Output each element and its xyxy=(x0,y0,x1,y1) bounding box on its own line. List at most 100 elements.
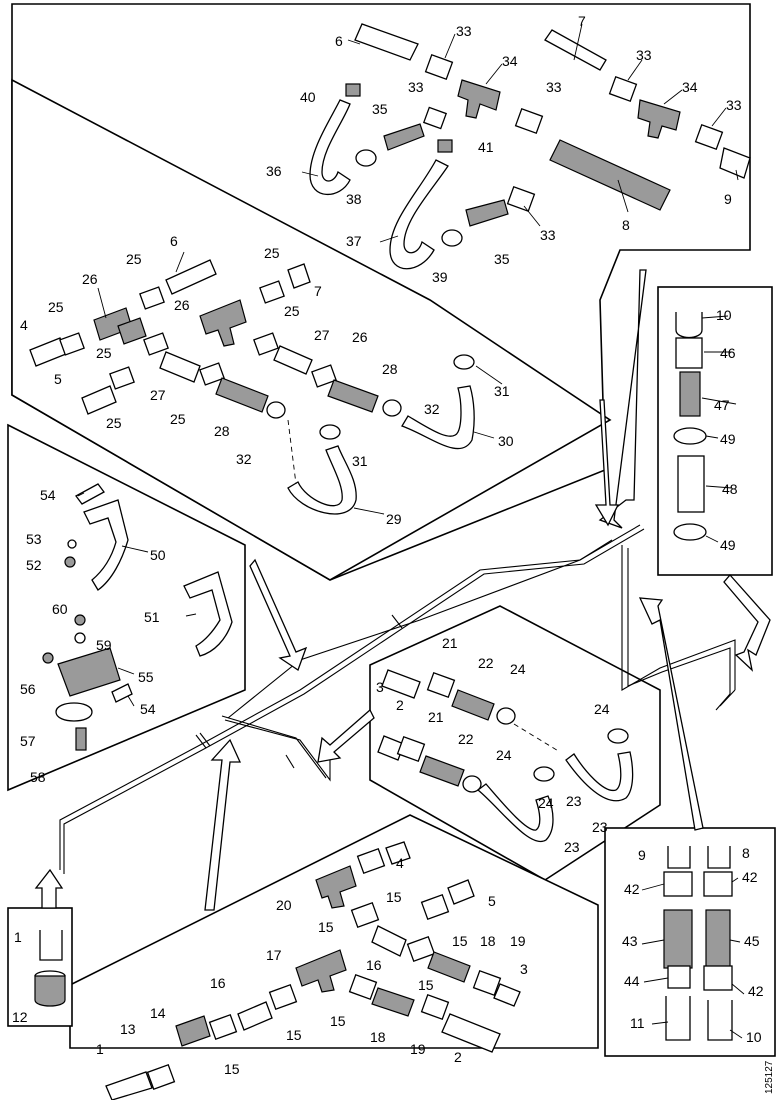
pipe-6 xyxy=(354,23,419,61)
tube-27b xyxy=(273,345,313,375)
sleeve-33f xyxy=(506,185,536,213)
connector-35a xyxy=(383,123,425,151)
clamp-24a xyxy=(496,707,516,725)
callout-29: 29 xyxy=(386,511,402,527)
main-pipe-routing xyxy=(59,524,736,874)
sleeve-21b xyxy=(396,735,426,763)
callout-15: 15 xyxy=(286,1027,302,1043)
lower-hose-parts xyxy=(105,841,521,1100)
pipe-5 xyxy=(81,385,117,415)
top-detail-parts xyxy=(309,23,751,270)
arrow-pipe-joint xyxy=(317,708,375,763)
adapter-panel xyxy=(7,907,73,1027)
callout-13: 13 xyxy=(120,1021,136,1037)
callout-6: 6 xyxy=(170,233,178,249)
callout-25: 25 xyxy=(106,415,122,431)
callout-25: 25 xyxy=(170,411,186,427)
connector-14 xyxy=(175,1015,211,1047)
callout-7: 7 xyxy=(578,13,586,29)
clamp-31a xyxy=(453,354,475,370)
callout-26: 26 xyxy=(82,271,98,287)
callout-14: 14 xyxy=(150,1005,166,1021)
arrow-from-bottom-left xyxy=(204,738,242,911)
callout-11: 11 xyxy=(630,1015,645,1031)
tube-16b xyxy=(371,925,407,957)
sleeve-15g xyxy=(420,893,450,921)
bracket-parts xyxy=(42,483,233,751)
callout-54: 54 xyxy=(140,701,156,717)
arrow-top-panel-down xyxy=(594,399,620,527)
tee-34a xyxy=(457,79,501,119)
sleeve-15f xyxy=(356,847,386,875)
pipe-1 xyxy=(105,1071,153,1100)
callout-27: 27 xyxy=(314,327,330,343)
callout-26: 26 xyxy=(352,329,368,345)
connector-28b xyxy=(327,379,379,413)
hose-23b xyxy=(565,751,634,802)
connector-22a xyxy=(451,689,495,721)
sleeve-25b xyxy=(139,286,165,310)
bolt-58 xyxy=(75,727,87,751)
callout-23: 23 xyxy=(566,793,582,809)
bracket-55 xyxy=(57,647,121,697)
clamp-24c xyxy=(533,766,555,782)
callout-5: 5 xyxy=(54,371,62,387)
callout-5: 5 xyxy=(488,893,496,909)
callout-41: 41 xyxy=(478,139,494,155)
callout-49: 49 xyxy=(720,537,736,553)
hose-assembly-parts xyxy=(29,259,475,515)
pipe-5b xyxy=(447,879,475,905)
nut-52 xyxy=(64,556,76,568)
clamp-49a xyxy=(673,427,707,445)
nipple-47 xyxy=(679,371,701,417)
arrow-coupling-panel xyxy=(723,574,771,672)
nipple-45 xyxy=(705,909,731,969)
adapter-parts xyxy=(34,930,66,1007)
drawing-reference: 125127 xyxy=(764,1060,775,1094)
callout-18: 18 xyxy=(480,933,496,949)
callout-15: 15 xyxy=(418,977,434,993)
break-mark-c xyxy=(391,614,403,629)
sleeve-21a xyxy=(426,671,456,699)
callout-2: 2 xyxy=(454,1049,462,1065)
connector-28a xyxy=(215,377,269,413)
sleeve-15c xyxy=(350,901,380,929)
callout-33: 33 xyxy=(456,23,472,39)
callout-35: 35 xyxy=(494,251,510,267)
callout-21: 21 xyxy=(428,709,444,725)
pipe-8 xyxy=(549,139,671,211)
sleeve-25f xyxy=(259,280,285,304)
callout-30: 30 xyxy=(498,433,514,449)
callout-1: 1 xyxy=(14,929,22,945)
callout-10: 10 xyxy=(716,307,732,323)
pipe-9b xyxy=(667,846,691,869)
callout-4: 4 xyxy=(396,855,404,871)
bolt-56 xyxy=(42,652,54,664)
callout-10: 10 xyxy=(746,1029,762,1045)
sleeve-19b xyxy=(420,993,450,1021)
connector-22b xyxy=(419,755,465,787)
callout-33: 33 xyxy=(540,227,556,243)
sleeve-25a xyxy=(59,332,85,356)
clip-54a xyxy=(75,483,105,505)
clamp-38 xyxy=(355,149,377,167)
callout-33: 33 xyxy=(546,79,562,95)
callout-25: 25 xyxy=(48,299,64,315)
callout-51: 51 xyxy=(144,609,160,625)
callout-34: 34 xyxy=(682,79,698,95)
arrow-to-junction xyxy=(249,558,308,671)
clamp-24b xyxy=(462,775,482,793)
callout-8: 8 xyxy=(622,217,630,233)
pipe-8b xyxy=(707,846,731,869)
cap-40 xyxy=(345,83,361,97)
callout-33: 33 xyxy=(636,47,652,63)
pipe-end-right xyxy=(715,689,736,711)
callout-33: 33 xyxy=(726,97,742,113)
dashed-guide xyxy=(287,419,297,485)
tube-27a xyxy=(159,351,201,383)
callout-4: 4 xyxy=(20,317,28,333)
sleeve-33c xyxy=(514,107,544,135)
vertical-pipe-b xyxy=(627,548,731,694)
callout-7: 7 xyxy=(314,283,322,299)
